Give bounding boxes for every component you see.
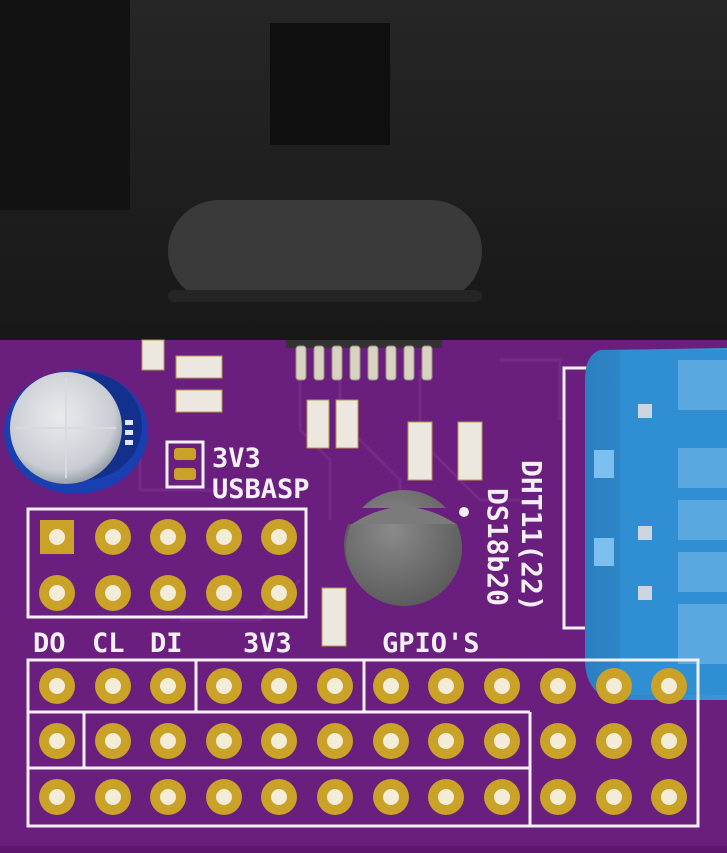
- pad-hole: [216, 585, 232, 601]
- pad-hole: [160, 678, 176, 694]
- pad-hole: [327, 733, 343, 749]
- pad-hole: [49, 733, 65, 749]
- jumper-label-3v3: 3V3: [212, 443, 261, 474]
- module-pin-header: [286, 340, 442, 381]
- label-di: DI: [150, 628, 183, 659]
- pad-hole: [49, 529, 65, 545]
- usb-module-chip: [270, 23, 390, 145]
- smd-components: [141, 339, 483, 647]
- power-select-jumper: [165, 440, 205, 489]
- pad-hole: [327, 789, 343, 805]
- pad-hole: [160, 585, 176, 601]
- jumper-label-usbasp: USBASP: [212, 474, 310, 505]
- pad-hole: [271, 678, 287, 694]
- pad-hole: [160, 789, 176, 805]
- pad-hole: [606, 733, 622, 749]
- pad-hole: [438, 678, 454, 694]
- pad-hole: [105, 585, 121, 601]
- pad-hole: [49, 789, 65, 805]
- pad-hole: [271, 585, 287, 601]
- pad-hole: [383, 789, 399, 805]
- pad-hole: [661, 789, 677, 805]
- pad-hole: [105, 733, 121, 749]
- pad-hole: [550, 733, 566, 749]
- pad-hole: [216, 733, 232, 749]
- pad-hole: [494, 733, 510, 749]
- pad-hole: [105, 789, 121, 805]
- pad-hole: [606, 678, 622, 694]
- pad-hole: [438, 789, 454, 805]
- header-pads: [39, 519, 687, 815]
- label-ds18b20: DS18b20: [481, 488, 514, 606]
- usb-module-side-block: [0, 0, 130, 210]
- label-3v3-rail: 3V3: [243, 628, 292, 659]
- electrolytic-capacitor: [4, 370, 148, 494]
- pad-hole: [606, 789, 622, 805]
- pad-hole: [271, 789, 287, 805]
- main-header-outline: [26, 658, 700, 828]
- dht-sensor-housing: [585, 348, 727, 700]
- pad-hole: [327, 678, 343, 694]
- label-dht: DHT11(22): [515, 460, 548, 612]
- label-do: DO: [33, 628, 66, 659]
- pad-hole: [438, 733, 454, 749]
- pcb-edge: [0, 846, 727, 853]
- pad-hole: [550, 789, 566, 805]
- pad-hole: [49, 585, 65, 601]
- dht-silkscreen-outline: [562, 366, 590, 630]
- pad-hole: [216, 529, 232, 545]
- to92-sensor: [344, 490, 469, 606]
- pad-hole: [661, 733, 677, 749]
- pad-hole: [271, 733, 287, 749]
- pad-hole: [271, 529, 287, 545]
- pad-hole: [160, 733, 176, 749]
- label-cl: CL: [92, 628, 125, 659]
- pad-hole: [550, 678, 566, 694]
- pad-hole: [383, 678, 399, 694]
- pad-hole: [661, 678, 677, 694]
- pad-hole: [216, 678, 232, 694]
- pad-hole: [383, 733, 399, 749]
- isp-header: [26, 507, 308, 619]
- usb-connector-module: [0, 0, 727, 340]
- pad-hole: [105, 529, 121, 545]
- usb-port-opening: [168, 200, 482, 302]
- pad-hole: [494, 789, 510, 805]
- pad-hole: [216, 789, 232, 805]
- label-gpios: GPIO'S: [382, 628, 480, 659]
- pad-hole: [160, 529, 176, 545]
- pad-hole: [494, 678, 510, 694]
- pad-hole: [105, 678, 121, 694]
- pad-hole: [49, 678, 65, 694]
